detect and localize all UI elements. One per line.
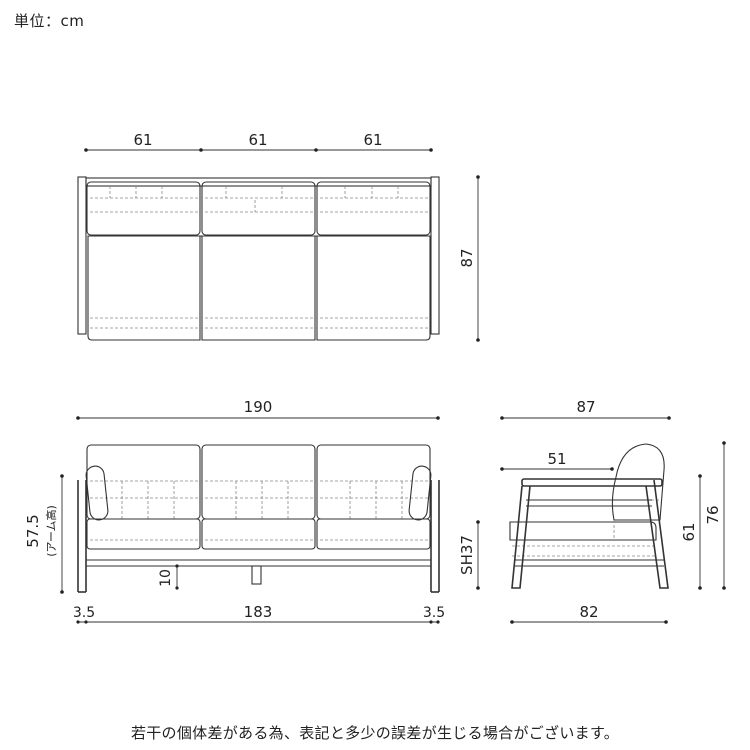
unit-label: 単位：cm (14, 12, 85, 30)
front-seat-cushion-2 (201, 518, 316, 550)
front-right-arm-pillow (408, 465, 432, 521)
top-seat-cushion-3 (316, 235, 431, 341)
side-back-cushion (611, 443, 665, 521)
front-seat-cushion-1 (86, 518, 201, 550)
front-leg-height-label: 10 (158, 569, 174, 587)
side-frame-depth-label: 82 (579, 603, 598, 621)
footer-note: 若干の個体差がある為、表記と多少の誤差が生じる場合がございます。 (130, 724, 620, 742)
front-left-arm-thickness-label: 3.5 (73, 605, 95, 621)
front-arm-height-label: 57.5 (24, 514, 42, 547)
front-overall-width-label: 190 (244, 398, 273, 416)
top-seat-cushion-1 (87, 235, 201, 341)
top-back-cushion-3 (316, 181, 431, 236)
front-center-leg (251, 565, 262, 585)
top-view: 61 61 61 87 (77, 131, 480, 342)
side-seat-cushion (509, 521, 657, 541)
front-back-cushion-2 (201, 444, 316, 520)
top-back-cushion-1 (86, 181, 201, 236)
front-right-arm-thickness-label: 3.5 (423, 605, 445, 621)
top-left-arm (77, 176, 87, 335)
front-arm-height-note: (アーム高) (44, 505, 58, 557)
side-front-leg (511, 485, 531, 589)
front-left-arm-pillow (85, 465, 109, 521)
side-depth-label: 87 (576, 398, 595, 416)
front-back-cushion-1 (86, 444, 201, 520)
top-depth-label: 87 (458, 248, 476, 267)
top-back-cushion-2 (201, 181, 316, 236)
top-seat-width-3: 61 (363, 131, 382, 149)
top-seat-width-1: 61 (133, 131, 152, 149)
top-seat-cushion-2 (201, 235, 316, 341)
side-arm-height-label: 61 (680, 522, 698, 541)
front-inner-width-label: 183 (244, 603, 273, 621)
front-back-cushion-3 (316, 444, 431, 520)
side-view: 87 51 SH37 61 (458, 398, 726, 624)
side-back-leg (645, 479, 669, 589)
front-view: 190 (24, 398, 445, 624)
side-armrest (521, 478, 663, 487)
side-seat-depth-label: 51 (547, 450, 566, 468)
side-overall-height-label: 76 (704, 505, 722, 524)
top-right-arm (430, 176, 440, 335)
front-seat-cushion-3 (316, 518, 431, 550)
side-seat-height-label: SH37 (458, 535, 476, 575)
top-seat-width-2: 61 (248, 131, 267, 149)
